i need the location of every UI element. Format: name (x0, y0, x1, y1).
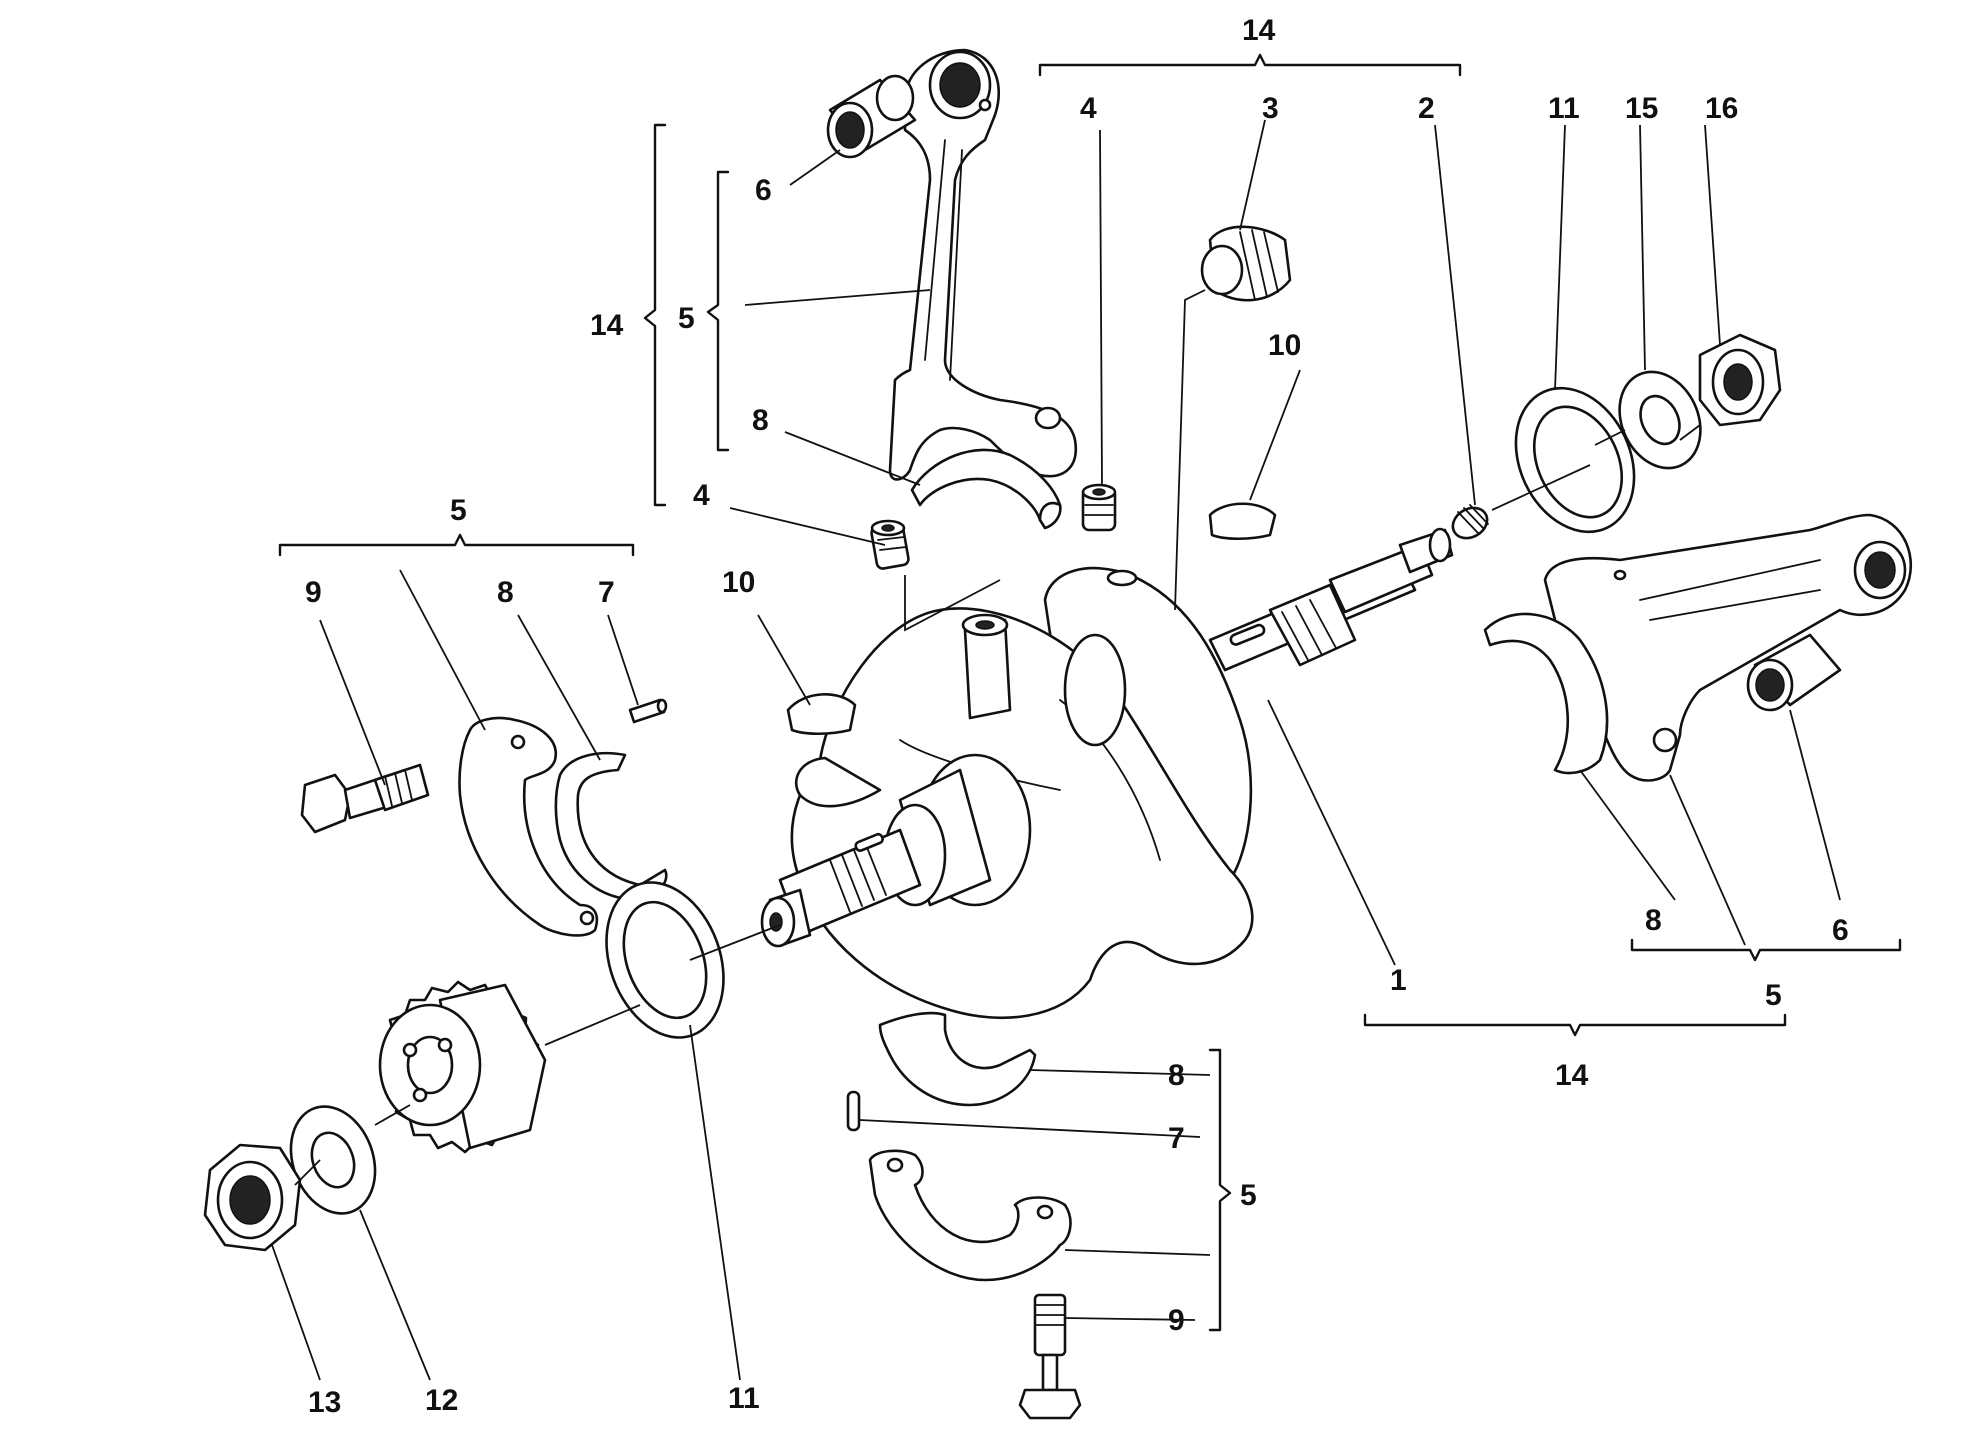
nut-13 (203, 1143, 302, 1252)
thrust-washer-11-right (1514, 386, 1636, 534)
label-9-bottom: 9 (1168, 1304, 1185, 1337)
part-labels: 14 4 3 2 11 15 16 6 14 5 10 8 4 5 9 8 7 … (305, 14, 1849, 1419)
bolt-9-left (300, 763, 430, 834)
main-bearing-cap-left (458, 716, 599, 937)
braces (278, 53, 1902, 1332)
label-12: 12 (425, 1384, 458, 1417)
nut-16 (1698, 333, 1782, 427)
big-end-shell-right (1483, 612, 1609, 775)
thrust-washer-11-left (605, 881, 725, 1039)
timing-gear (378, 980, 547, 1154)
label-8-top-left: 8 (752, 404, 769, 437)
crankshaft (760, 527, 1454, 1020)
small-end-bush-upper (826, 74, 917, 159)
grub-screw-4-mid (870, 519, 910, 570)
label-8-left: 8 (497, 576, 514, 609)
washer-15 (1618, 370, 1702, 470)
label-6-top-left: 6 (755, 174, 772, 207)
label-11-bottom: 11 (728, 1382, 760, 1415)
plug-3 (1200, 225, 1292, 302)
label-15: 15 (1625, 92, 1658, 125)
label-5-left: 5 (678, 302, 695, 335)
dowel-7-left (628, 698, 668, 724)
connecting-rod-upper (826, 48, 1078, 530)
dowel-7-lower (846, 1090, 861, 1132)
label-14-right: 14 (1555, 1059, 1589, 1092)
small-end-bush-right (1746, 633, 1842, 712)
label-11-top-right: 11 (1548, 92, 1580, 125)
bolt-9-lower (1018, 1293, 1082, 1420)
label-16: 16 (1705, 92, 1738, 125)
grub-screw-4-top (1081, 483, 1117, 532)
label-1: 1 (1390, 964, 1407, 997)
woodruff-key-10-upper (1208, 502, 1277, 541)
label-10-middle: 10 (722, 566, 755, 599)
big-end-shell-upper (910, 448, 1062, 530)
label-13: 13 (308, 1386, 341, 1419)
woodruff-key-10-mid (786, 693, 857, 736)
label-7-left: 7 (598, 576, 615, 609)
label-7-bottom: 7 (1168, 1122, 1185, 1155)
label-4-top: 4 (1080, 92, 1097, 125)
label-6-right: 6 (1832, 914, 1849, 947)
label-5-right: 5 (1765, 979, 1782, 1012)
label-14-top: 14 (1242, 14, 1276, 47)
main-bearing-shell-left (554, 751, 668, 902)
label-5-bottom: 5 (1240, 1179, 1257, 1212)
label-2: 2 (1418, 92, 1435, 125)
connecting-rod-right (1483, 513, 1913, 782)
label-4-middle: 4 (693, 479, 710, 512)
label-8-bottom: 8 (1168, 1059, 1185, 1092)
label-3: 3 (1262, 92, 1279, 125)
leader-lines (271, 119, 1841, 1381)
label-14-left: 14 (590, 309, 624, 342)
label-8-right: 8 (1645, 904, 1662, 937)
main-bearing-shell-lower (878, 1011, 1037, 1107)
label-9-left: 9 (305, 576, 322, 609)
main-bearing-cap-lower (868, 1149, 1072, 1282)
grub-screw-2 (1451, 504, 1489, 540)
label-5-middle-left: 5 (450, 494, 467, 527)
label-10-upper: 10 (1268, 329, 1301, 362)
